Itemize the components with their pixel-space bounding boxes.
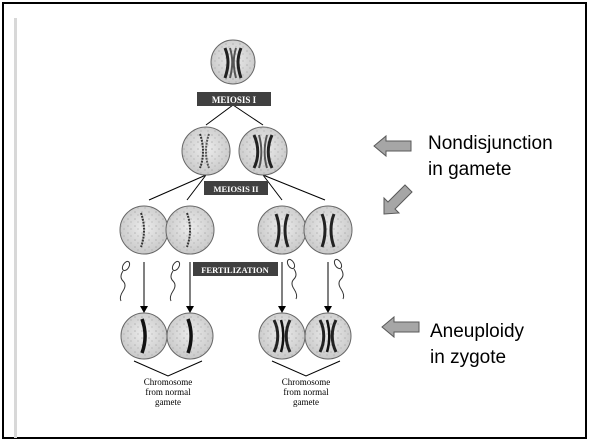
meiosis-2-label: MEIOSIS II xyxy=(213,184,259,194)
block-arrow-left-icon xyxy=(381,315,420,339)
left-divider xyxy=(14,18,17,438)
left-caption-line3: gamete xyxy=(155,397,181,407)
fertilization-label-box xyxy=(193,262,278,276)
block-arrow-left-icon xyxy=(373,134,412,158)
captions: Chromosome from normal gamete Chromosome… xyxy=(144,377,331,407)
gamete-4 xyxy=(303,205,353,255)
meiosis-1-label: MEIOSIS I xyxy=(212,95,257,105)
meiosis-1-cell-left xyxy=(181,126,231,176)
sperm-icon xyxy=(286,258,298,300)
lineage-lines xyxy=(143,104,329,309)
right-caption-line2: from normal xyxy=(283,387,329,397)
gamete-2 xyxy=(165,205,215,255)
left-caption-line2: from normal xyxy=(145,387,191,397)
zygote-4 xyxy=(304,312,352,360)
fertilization-label: FERTILIZATION xyxy=(201,265,269,275)
block-arrow-down-left-icon xyxy=(383,184,413,215)
gamete-1 xyxy=(119,205,169,255)
meiosis-1-label-box xyxy=(197,92,271,106)
arrowheads xyxy=(140,306,332,313)
sperm-icon xyxy=(333,258,345,300)
nondisjunction-callout-line2: in gamete xyxy=(428,159,512,180)
zygote-2 xyxy=(166,312,214,360)
parent-cell xyxy=(210,39,256,85)
sperm-icon xyxy=(119,260,131,302)
gamete-3 xyxy=(257,205,307,255)
right-caption-line3: gamete xyxy=(293,397,319,407)
braces xyxy=(133,360,341,377)
right-caption-line1: Chromosome xyxy=(282,377,331,387)
zygote-1 xyxy=(120,312,168,360)
aneuploidy-callout-line1: Aneuploidy xyxy=(430,321,525,342)
sperm-icon xyxy=(169,260,181,302)
aneuploidy-callout-line2: in zygote xyxy=(430,347,507,368)
nondisjunction-callout-line1: Nondisjunction xyxy=(428,133,553,154)
meiosis-2-label-box xyxy=(204,181,268,195)
zygote-3 xyxy=(258,312,306,360)
meiosis-1-cell-right xyxy=(238,126,288,176)
sperm-icons xyxy=(119,258,345,302)
left-caption-line1: Chromosome xyxy=(144,377,193,387)
